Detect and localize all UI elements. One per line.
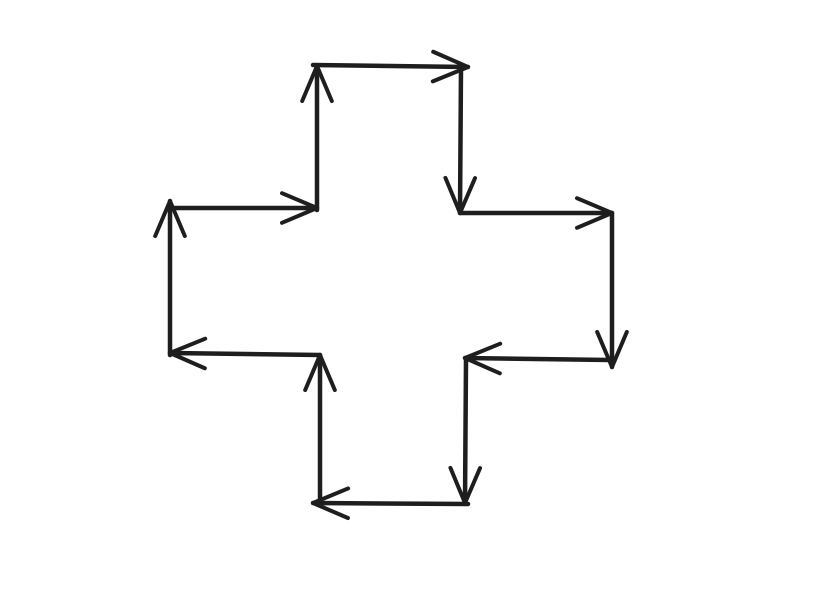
arrowhead-icon xyxy=(168,336,208,371)
arrow-shaft xyxy=(462,357,469,506)
arrow-8 xyxy=(462,341,613,376)
arrowhead-icon xyxy=(153,199,187,238)
arrowhead-icon xyxy=(311,486,351,521)
arrow-6 xyxy=(457,196,615,230)
arrow-shaft xyxy=(310,62,471,70)
arrow-3 xyxy=(300,63,334,213)
arrow-4 xyxy=(310,49,471,84)
arrow-5 xyxy=(443,65,478,216)
arrow-2 xyxy=(172,191,320,225)
arrow-10 xyxy=(310,486,471,521)
arrowhead-icon xyxy=(430,49,470,84)
arrow-shaft xyxy=(462,355,613,363)
arrow-shaft xyxy=(167,350,323,358)
arrow-1 xyxy=(153,198,187,358)
arrow-9 xyxy=(448,357,483,506)
arrow-7 xyxy=(595,210,629,370)
arrow-shaft xyxy=(457,65,464,216)
arrow-11 xyxy=(303,352,337,503)
arrow-shaft xyxy=(310,500,471,507)
arrow-12 xyxy=(167,336,323,371)
arrowhead-icon xyxy=(595,330,629,369)
